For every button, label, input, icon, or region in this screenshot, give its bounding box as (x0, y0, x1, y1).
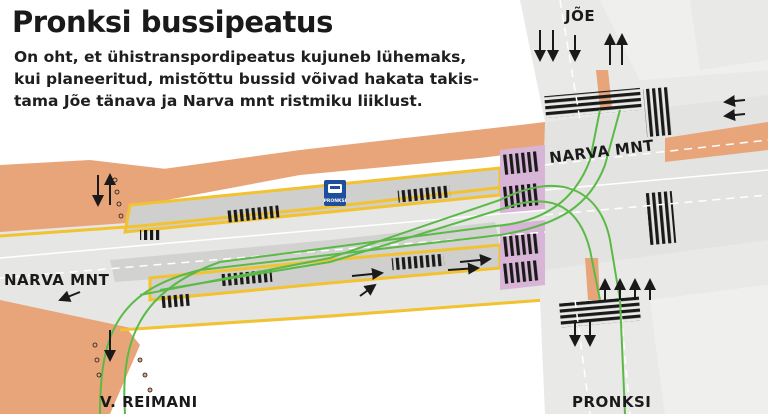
pronksi-median (585, 258, 600, 300)
yellow-curb-south (119, 298, 546, 332)
bus-stop-sign: PRONKSI (324, 180, 347, 206)
street-label-joe: JÕE (564, 6, 595, 25)
street-label-pronksi: PRONKSI (572, 393, 651, 411)
bus-stop-label: PRONKSI (324, 198, 347, 204)
traffic-arrows (58, 30, 746, 362)
description-line: tama Jõe tänava ja Narva mnt ristmiku li… (14, 92, 423, 110)
east-median (665, 122, 768, 162)
bollards (92, 177, 153, 393)
street-label-narva-mnt-west: NARVA MNT (4, 271, 110, 289)
figure-title: Pronksi bussipeatus (12, 5, 333, 39)
description-line: kui planeeritud, mistõttu bussid võivad … (14, 70, 479, 88)
street-label-v-reimani: V. REIMANI (100, 393, 198, 411)
crosswalks (140, 86, 677, 328)
description-line: On oht, et ühistranspordipeatus kujuneb … (14, 48, 467, 66)
figure-description: On oht, et ühistranspordipeatus kujuneb … (14, 46, 514, 112)
bus-routes (99, 109, 626, 414)
